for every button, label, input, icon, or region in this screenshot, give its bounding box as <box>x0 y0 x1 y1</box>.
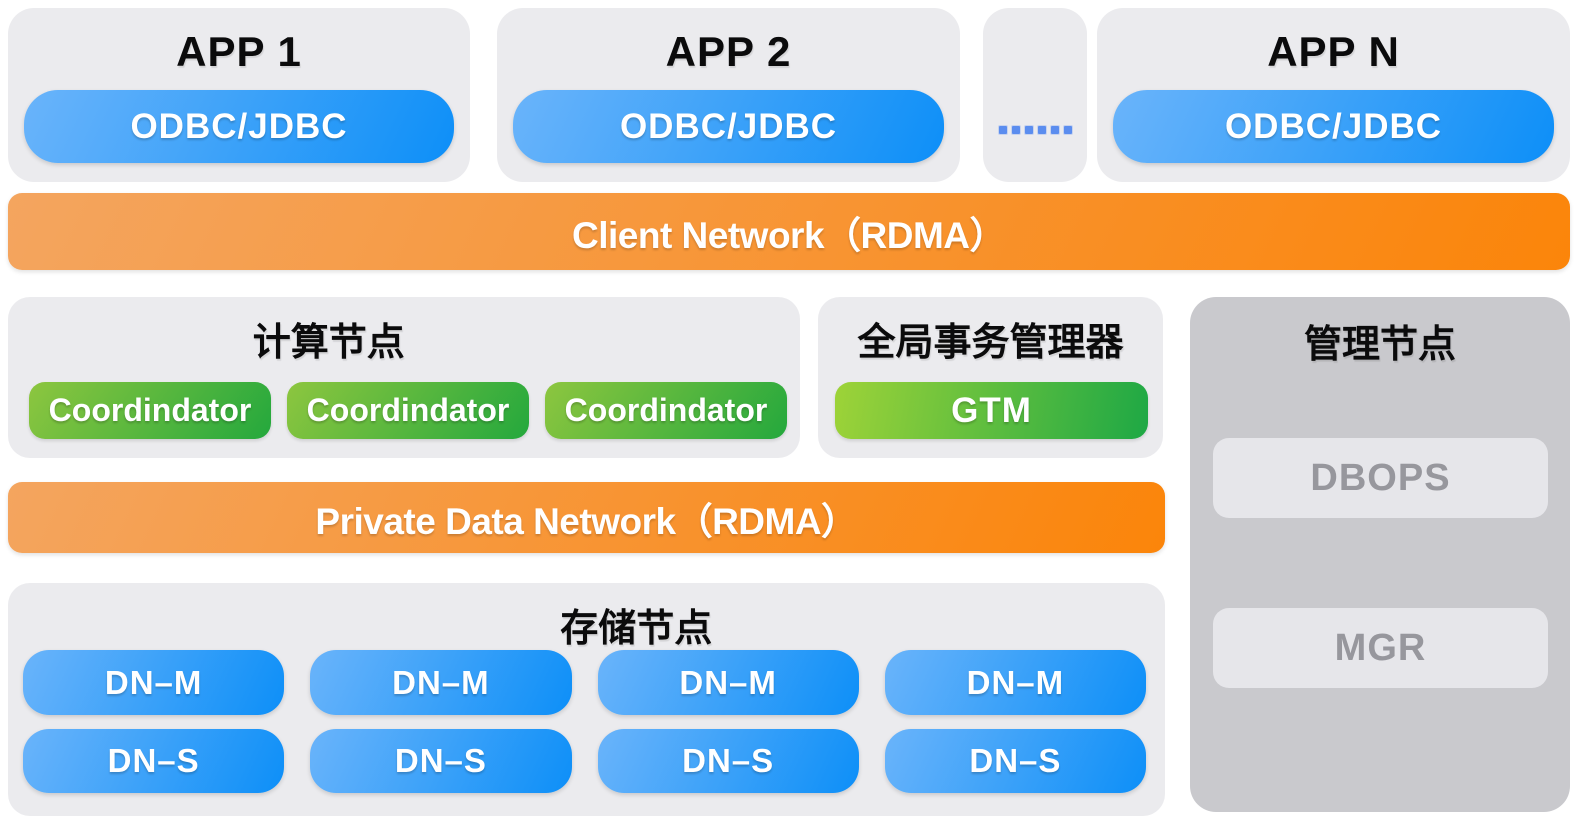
appN-panel: APP N ODBC/JDBC <box>1097 8 1570 182</box>
gtm-node: GTM <box>835 382 1148 439</box>
dot-icon <box>998 126 1007 134</box>
gtm-panel: 全局事务管理器 GTM <box>818 297 1163 458</box>
storage-node-title: 存储节点 <box>560 608 713 650</box>
apps-ellipsis-panel <box>983 8 1087 182</box>
app2-odbc-jdbc-badge: ODBC/JDBC <box>513 90 944 163</box>
dot-icon <box>1011 126 1020 134</box>
mgr-node: MGR <box>1213 608 1548 688</box>
dn-standby-node: DN–S <box>23 729 285 793</box>
dn-standby-node: DN–S <box>597 729 859 793</box>
storage-node-panel: 存储节点 DN–M DN–M DN–M DN–M DN–S DN–S DN–S … <box>8 583 1165 816</box>
coordinator-node: Coordindator <box>29 382 271 439</box>
coordinator-node: Coordindator <box>545 382 787 439</box>
management-node-title: 管理节点 <box>1303 324 1457 366</box>
dn-master-node: DN–M <box>597 650 859 715</box>
dn-standby-node: DN–S <box>310 729 572 793</box>
dn-master-node: DN–M <box>884 650 1146 715</box>
dn-master-row: DN–M DN–M DN–M DN–M <box>23 650 1146 715</box>
gtm-panel-title: 全局事务管理器 <box>857 322 1124 364</box>
ellipsis-dots-icon <box>983 126 1087 134</box>
dot-icon <box>1063 126 1072 134</box>
dn-standby-node: DN–S <box>884 729 1146 793</box>
app2-panel: APP 2 ODBC/JDBC <box>497 8 960 182</box>
app1-title: APP 1 <box>176 28 302 75</box>
app1-odbc-jdbc-badge: ODBC/JDBC <box>24 90 454 163</box>
management-node-panel: 管理节点 DBOPS MGR <box>1190 297 1570 812</box>
app2-title: APP 2 <box>665 28 792 75</box>
dn-master-node: DN–M <box>310 650 572 715</box>
dn-master-node: DN–M <box>23 650 285 715</box>
dot-icon <box>1050 126 1059 134</box>
coordinator-node: Coordindator <box>287 382 529 439</box>
private-data-network-bar: Private Data Network（RDMA） <box>8 482 1165 553</box>
dot-icon <box>1037 126 1046 134</box>
dot-icon <box>1024 126 1033 134</box>
app1-panel: APP 1 ODBC/JDBC <box>8 8 470 182</box>
appN-odbc-jdbc-badge: ODBC/JDBC <box>1113 90 1554 163</box>
appN-title: APP N <box>1267 28 1400 75</box>
coordinator-row: Coordindator Coordindator Coordindator <box>29 382 787 439</box>
client-network-bar: Client Network（RDMA） <box>8 193 1570 270</box>
dbops-node: DBOPS <box>1213 438 1548 518</box>
compute-node-panel: 计算节点 Coordindator Coordindator Coordinda… <box>8 297 800 458</box>
compute-node-title: 计算节点 <box>252 322 405 364</box>
dn-standby-row: DN–S DN–S DN–S DN–S <box>23 729 1146 793</box>
